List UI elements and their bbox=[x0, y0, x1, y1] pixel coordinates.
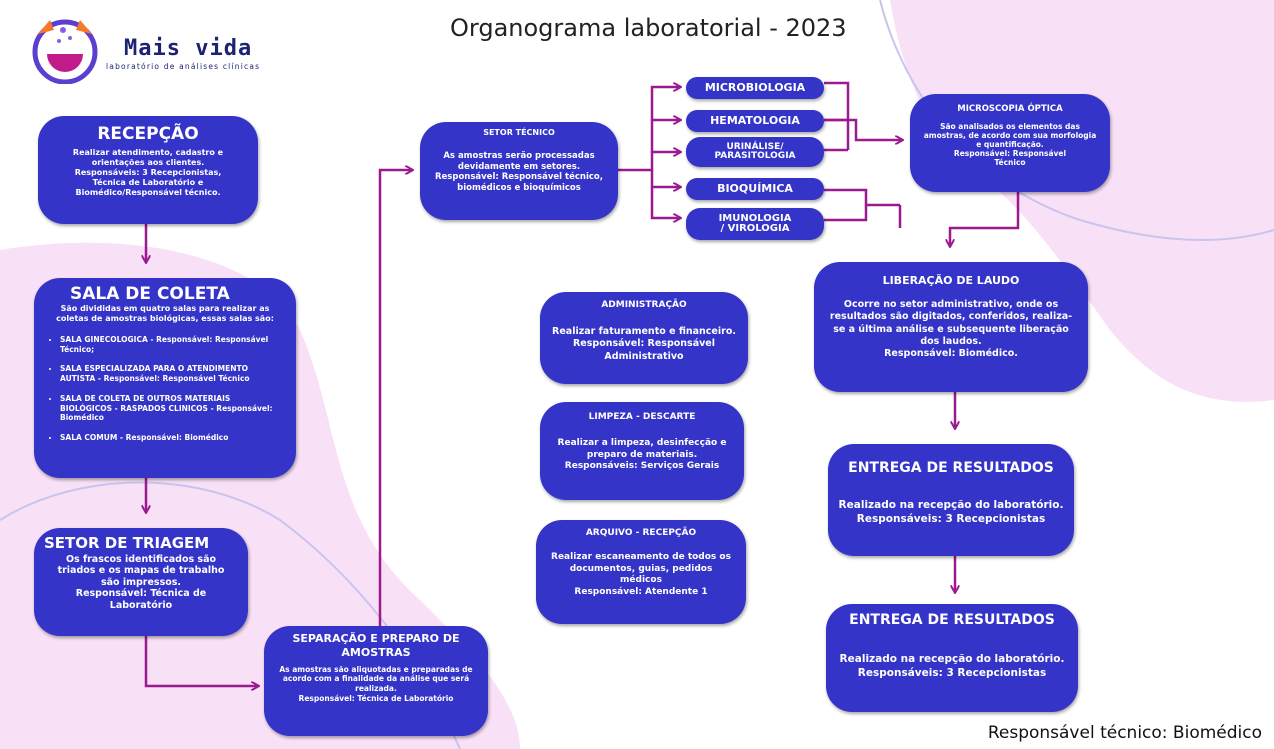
node-entrega-2-title: ENTREGA DE RESULTADOS bbox=[849, 612, 1055, 628]
node-triagem-title: SETOR DE TRIAGEM bbox=[44, 534, 210, 552]
node-separacao: SEPARAÇÃO E PREPARO DE AMOSTRAS As amost… bbox=[264, 626, 488, 736]
node-microscopia-text: São analisados os elementos das amostras… bbox=[923, 122, 1097, 167]
footer-responsavel: Responsável técnico: Biomédico bbox=[987, 723, 1262, 743]
node-administracao: ADMINISTRAÇÃO Realizar faturamento e fin… bbox=[540, 292, 748, 384]
flask-logo-icon bbox=[32, 19, 98, 84]
node-sala-coleta-list: SALA GINECOLOGICA - Responsável: Respons… bbox=[46, 335, 284, 443]
node-hematologia: HEMATOLOGIA bbox=[686, 110, 824, 132]
node-sala-coleta: SALA DE COLETA São divididas em quatro s… bbox=[34, 278, 296, 478]
node-imunologia: IMUNOLOGIA / VIROLOGIA bbox=[686, 208, 824, 240]
node-entrega-1-title: ENTREGA DE RESULTADOS bbox=[848, 460, 1054, 476]
node-liberacao: LIBERAÇÃO DE LAUDO Ocorre no setor admin… bbox=[814, 262, 1088, 392]
node-recepcao-text: Realizar atendimento, cadastro e orienta… bbox=[72, 148, 224, 197]
node-setor-tecnico-text: As amostras serão processadas devidament… bbox=[435, 151, 603, 193]
node-liberacao-title: LIBERAÇÃO DE LAUDO bbox=[882, 274, 1020, 287]
node-microscopia: MICROSCOPIA ÓPTICA São analisados os ele… bbox=[910, 94, 1110, 192]
node-microscopia-title: MICROSCOPIA ÓPTICA bbox=[957, 104, 1063, 114]
node-triagem: SETOR DE TRIAGEM Os frascos identificado… bbox=[34, 528, 248, 636]
node-administracao-text: Realizar faturamento e financeiro. Respo… bbox=[552, 326, 736, 362]
node-administracao-title: ADMINISTRAÇÃO bbox=[601, 300, 687, 310]
node-sala-coleta-title: SALA DE COLETA bbox=[70, 284, 230, 304]
node-entrega-resultados-2: ENTREGA DE RESULTADOS Realizado na recep… bbox=[826, 604, 1078, 712]
node-separacao-title: SEPARAÇÃO E PREPARO DE AMOSTRAS bbox=[292, 632, 460, 660]
node-entrega-resultados-1: ENTREGA DE RESULTADOS Realizado na recep… bbox=[828, 444, 1074, 556]
node-limpeza-text: Realizar a limpeza, desinfecção e prepar… bbox=[557, 438, 727, 472]
node-recepcao-title: RECEPÇÃO bbox=[97, 124, 199, 144]
list-item: SALA GINECOLOGICA - Responsável: Respons… bbox=[60, 335, 284, 355]
node-urinalise: URINÁLISE/ PARASITOLOGIA bbox=[686, 137, 824, 167]
node-microbiologia: MICROBIOLOGIA bbox=[686, 77, 824, 99]
list-item: SALA ESPECIALIZADA PARA O ATENDIMENTO AU… bbox=[60, 364, 284, 384]
node-sala-coleta-intro: São divididas em quatro salas para reali… bbox=[56, 304, 274, 324]
brand-name: Mais vida bbox=[124, 36, 253, 61]
node-setor-tecnico-title: SETOR TÉCNICO bbox=[483, 128, 555, 137]
node-arquivo-title: ARQUIVO - RECEPÇÃO bbox=[585, 528, 697, 538]
node-recepcao: RECEPÇÃO Realizar atendimento, cadastro … bbox=[38, 116, 258, 224]
list-item: SALA COMUM - Responsável: Biomédico bbox=[60, 433, 284, 443]
node-triagem-text: Os frascos identificados são triados e o… bbox=[57, 554, 225, 611]
node-entrega-2-text: Realizado na recepção do laboratório. Re… bbox=[839, 653, 1065, 680]
page-title: Organograma laboratorial - 2023 bbox=[450, 14, 847, 42]
node-limpeza-title: LIMPEZA - DESCARTE bbox=[588, 412, 696, 422]
node-arquivo-text: Realizar escaneamento de todos os docume… bbox=[551, 552, 731, 598]
node-limpeza: LIMPEZA - DESCARTE Realizar a limpeza, d… bbox=[540, 402, 744, 500]
node-arquivo: ARQUIVO - RECEPÇÃO Realizar escaneamento… bbox=[536, 520, 746, 624]
node-bioquimica: BIOQUÍMICA bbox=[686, 178, 824, 200]
list-item: SALA DE COLETA DE OUTROS MATERIAIS BIOLÓ… bbox=[60, 394, 284, 423]
node-separacao-text: As amostras são aliquotadas e preparadas… bbox=[279, 664, 473, 703]
brand-tagline: laboratório de análises clínicas bbox=[106, 62, 261, 71]
node-entrega-1-text: Realizado na recepção do laboratório. Re… bbox=[838, 499, 1064, 526]
node-setor-tecnico: SETOR TÉCNICO As amostras serão processa… bbox=[420, 122, 618, 220]
node-liberacao-text: Ocorre no setor administrativo, onde os … bbox=[829, 299, 1073, 360]
